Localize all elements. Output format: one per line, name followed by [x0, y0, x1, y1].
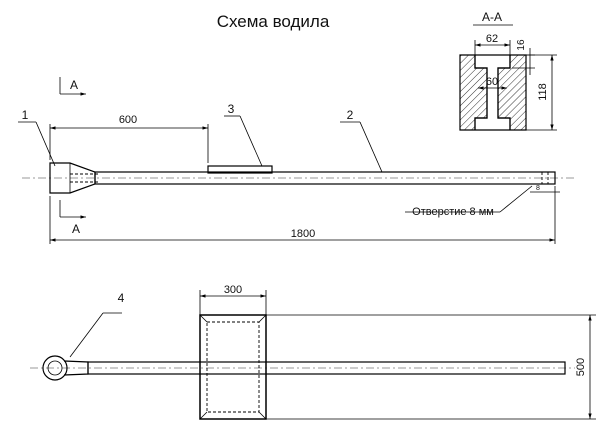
frame-corner-tr [258, 314, 267, 323]
plan-bar [87, 361, 566, 375]
frame-outer [199, 314, 267, 420]
part-4-ring-outer [42, 355, 68, 381]
label-1: 1 [22, 108, 29, 122]
dim-16-label: 16 [516, 39, 527, 51]
dim-62-label: 62 [486, 33, 498, 45]
label-3: 3 [228, 102, 235, 116]
label-2: 2 [347, 108, 354, 122]
dim-8-label: 8 [536, 185, 540, 192]
section-body [459, 54, 527, 131]
plan-view: 300 500 4 [30, 284, 596, 420]
frame-corner-tl [199, 314, 208, 323]
dim-500-label: 500 [575, 358, 587, 376]
leader-3 [239, 115, 263, 167]
dim-600-label: 600 [119, 114, 137, 126]
dim-1800-label: 1800 [291, 228, 315, 240]
drawing-title: Схема водила [217, 12, 330, 31]
section-inner-outline [474, 55, 511, 130]
section-aa-label: А-А [482, 10, 502, 24]
dim-60-label: 60 [486, 76, 498, 88]
hole-note: Отверстие 8 мм [412, 206, 494, 218]
frame-corner-bl [199, 411, 208, 420]
section-aa: А-А 62 60 16 118 [459, 10, 557, 131]
part-2-bar [94, 171, 556, 185]
section-mark-top: А [70, 78, 78, 92]
section-mark-bottom: А [72, 222, 80, 236]
leader-4 [69, 312, 104, 358]
leader-hole [499, 185, 533, 213]
part-3-plate [207, 165, 273, 174]
dim-300-label: 300 [224, 284, 242, 296]
label-4: 4 [118, 291, 125, 305]
dim-118-label: 118 [537, 83, 549, 101]
part-4-ring-inner [47, 360, 63, 376]
leader-2 [359, 121, 383, 173]
leader-1 [35, 121, 56, 167]
frame-corner-br [258, 411, 267, 420]
frame-inner-hidden [206, 321, 260, 413]
side-view: А А 600 1800 8 Отверстие 8 мм 1 2 3 [18, 77, 575, 244]
